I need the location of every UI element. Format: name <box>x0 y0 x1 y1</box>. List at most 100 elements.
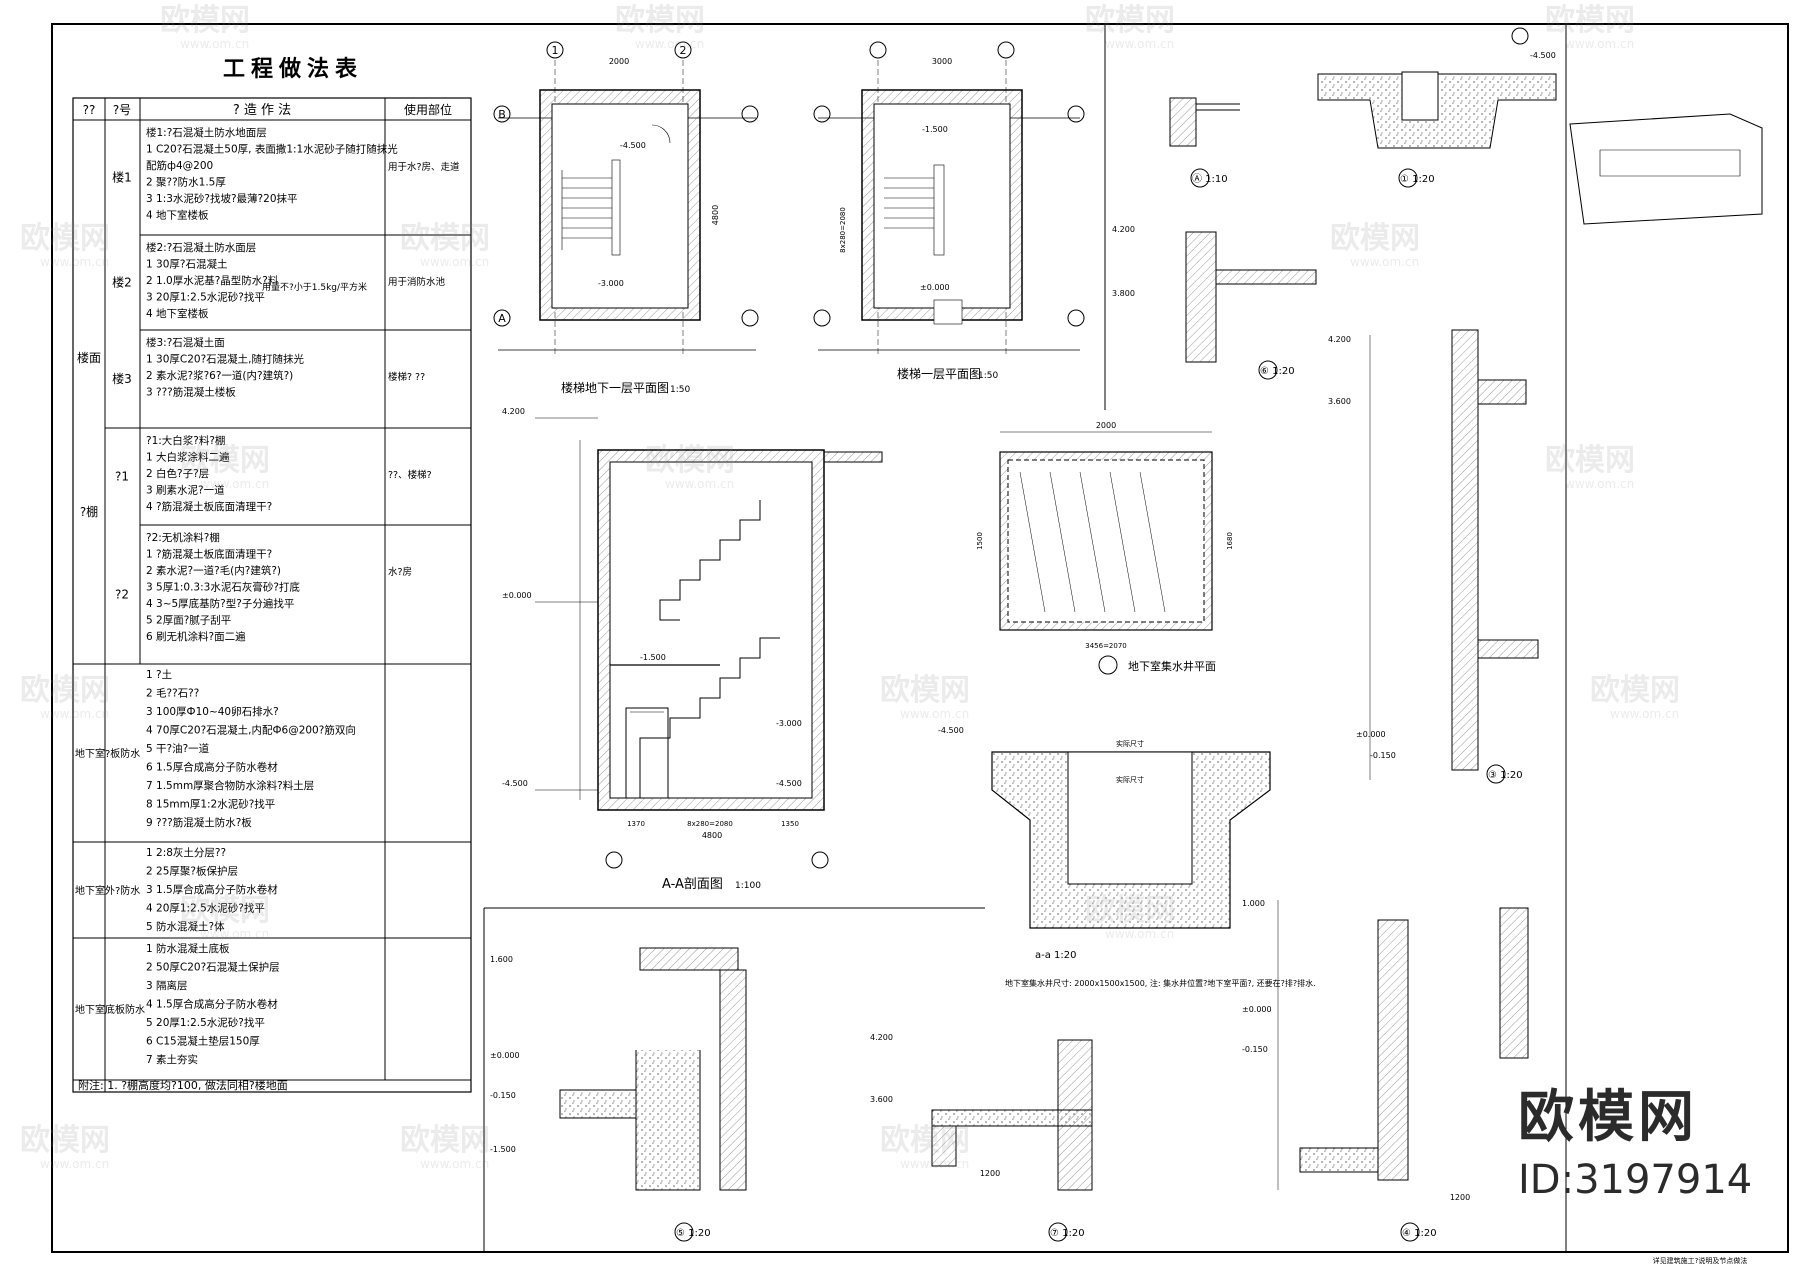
sump-note: 地下室集水井尺寸: 2000x1500x1500, 注: 集水井位置?地下室平面… <box>1005 978 1316 988</box>
level-000-d5: ±0.000 <box>490 1051 520 1060</box>
basement-row-line: 8 15mm厚1:2水泥砂?找平 <box>146 798 275 811</box>
level-1000-d4: 1.000 <box>1242 899 1265 908</box>
detail-5-title: ⑤ 1:20 <box>676 1228 711 1239</box>
table-note: 附注: 1. ?棚高度均?100, 做法同相?楼地面 <box>78 1078 288 1092</box>
level-4200-d3: 4.200 <box>1328 335 1351 344</box>
first-plan-title: 楼梯一层平面图 <box>897 366 981 381</box>
row-code: 楼3 <box>112 371 132 386</box>
watermark-url: www.om.cn <box>635 37 704 51</box>
row-note: 用量不?小于1.5kg/平方米 <box>262 281 367 293</box>
row-line: 3 ???筋混凝土楼板 <box>146 386 236 399</box>
dim-3456-sump: 3456=2070 <box>1085 642 1127 650</box>
watermark-url: www.om.cn <box>900 1157 969 1171</box>
detail-6-title: ⑥ 1:20 <box>1260 366 1295 377</box>
sheet-footer: 详见建筑施工?说明及节点做法 <box>1653 1256 1748 1265</box>
level-4500-p1: -4.500 <box>620 141 646 150</box>
watermark-text: 欧模网 <box>400 221 490 256</box>
level-1600-d5: 1.600 <box>490 955 513 964</box>
detail-3: 4.200 3.600 ±0.000 -0.150 ③ 1:20 <box>1328 329 1539 784</box>
detail-1: -4.500 ① 1:20 <box>1317 27 1557 188</box>
sump-title: 地下室集水井平面 <box>1128 659 1216 673</box>
basement-row-line: 4 20厚1:2.5水泥砂?找平 <box>146 902 265 915</box>
row-line: 2 白色?子?层 <box>146 467 209 480</box>
watermark-text: 欧模网 <box>400 1123 490 1158</box>
basement-row-line: 1 防水混凝土底板 <box>146 942 230 955</box>
basement-row-line: 6 1.5厚合成高分子防水卷材 <box>146 761 278 774</box>
level-4500-sec2: -4.500 <box>776 779 802 788</box>
watermarks: 欧模网www.om.cn欧模网www.om.cn欧模网www.om.cn欧模网w… <box>20 3 1680 1171</box>
dim-1350-sec: 1350 <box>781 820 799 828</box>
row-use: 水?房 <box>388 566 412 578</box>
row-use: 楼梯? ?? <box>388 371 425 383</box>
watermark-text: 欧模网 <box>880 1123 970 1158</box>
brand-name: 欧模网 <box>1518 1085 1698 1150</box>
row-line: 3 刷素水泥?一道 <box>146 484 225 497</box>
basement-row-line: 5 干?油?一道 <box>146 742 210 755</box>
basement-row-line: 2 50厚C20?石混凝土保护层 <box>146 961 280 974</box>
axis-1-label: 1 <box>552 44 559 57</box>
watermark-text: 欧模网 <box>160 3 250 38</box>
watermark-text: 欧模网 <box>880 673 970 708</box>
basement-row-line: 3 1.5厚合成高分子防水卷材 <box>146 883 278 896</box>
watermark-text: 欧模网 <box>615 3 705 38</box>
row-line: 1 30厚?石混凝土 <box>146 258 227 271</box>
level-0150-d4: -0.150 <box>1242 1045 1268 1054</box>
dim-1500-sump: 1500 <box>976 532 984 550</box>
row-use: 用于水?房、走道 <box>388 161 460 173</box>
watermark-text: 欧模网 <box>20 221 110 256</box>
table-header-2: ?号 <box>113 103 131 117</box>
row-line: 2 素水泥?浆?6?一道(内?建筑?) <box>146 369 293 382</box>
row-line: 2 素水泥?一道?毛(内?建筑?) <box>146 564 281 577</box>
level-4200-d6: 4.200 <box>1112 225 1135 234</box>
dim-1200-d7: 1200 <box>980 1169 1000 1178</box>
level-000-p2: ±0.000 <box>920 283 950 292</box>
dim-8x280-p2: 8x280=2080 <box>839 207 847 253</box>
plan1-scale: 1:50 <box>670 385 690 395</box>
watermark-text: 欧模网 <box>20 1123 110 1158</box>
level-4200-sec: 4.200 <box>502 407 525 416</box>
watermark-text: 欧模网 <box>1545 443 1635 478</box>
watermark-url: www.om.cn <box>1105 37 1174 51</box>
row-line: 1 30厚C20?石混凝土,随打随抹光 <box>146 353 304 366</box>
row-line: 1 ?筋混凝土板底面清理干? <box>146 548 272 561</box>
basement-row-line: 4 1.5厚合成高分子防水卷材 <box>146 998 278 1011</box>
watermark-url: www.om.cn <box>420 1157 489 1171</box>
level-0150-d3: -0.150 <box>1370 751 1396 760</box>
table-title: 工程做法表 <box>223 56 363 82</box>
watermark-url: www.om.cn <box>420 255 489 269</box>
row-line: 4 地下室楼板 <box>146 209 209 222</box>
group-floor: 楼面 <box>77 350 101 365</box>
dim-1370-sec: 1370 <box>627 820 645 828</box>
section-aa: 4.200 ±0.000 -4.500 -1.500 -3.000 -4.500… <box>502 407 883 892</box>
dim-8x280-sec: 8x280=2080 <box>687 820 733 828</box>
row-use: 用于消防水池 <box>388 276 446 288</box>
watermark-text: 欧模网 <box>180 893 270 928</box>
watermark-url: www.om.cn <box>40 1157 109 1171</box>
watermark-url: www.om.cn <box>200 477 269 491</box>
detail-a-title: Ⓐ 1:10 <box>1192 173 1228 185</box>
dim-2000: 2000 <box>609 57 629 66</box>
watermark-url: www.om.cn <box>1610 707 1679 721</box>
watermark-url: www.om.cn <box>40 255 109 269</box>
watermark-url: www.om.cn <box>40 707 109 721</box>
section-scale: 1:100 <box>735 881 761 891</box>
level-1500-p2: -1.500 <box>922 125 948 134</box>
row-line: 2 聚??防水1.5厚 <box>146 176 226 189</box>
real-size-2: 实际尺寸 <box>1116 775 1144 784</box>
row-line: 楼2:?石混凝土防水面层 <box>146 241 256 254</box>
sump-section-title: a-a 1:20 <box>1035 950 1077 961</box>
basement-plan-title: 楼梯地下一层平面图 <box>561 380 669 395</box>
brand-stamp: 欧模网 ID:3197914 <box>1518 1085 1752 1201</box>
watermark-url: www.om.cn <box>1105 927 1174 941</box>
basement-row-line: 9 ???筋混凝土防水?板 <box>146 816 252 829</box>
stair-first-plan: 3000 8x280=2080 -1.500 ±0.000 楼梯一层平面图 1:… <box>813 41 1085 381</box>
row-line: 2 1.0厚水泥基?晶型防水?料 <box>146 274 279 287</box>
watermark-url: www.om.cn <box>180 37 249 51</box>
basement-row-line: 7 素土夯实 <box>146 1053 198 1066</box>
basement-row-line: 2 毛??石?? <box>146 688 199 700</box>
dim-4800-sec: 4800 <box>702 831 722 840</box>
watermark-url: www.om.cn <box>1350 255 1419 269</box>
watermark-url: www.om.cn <box>1565 477 1634 491</box>
level-000-sec: ±0.000 <box>502 591 532 600</box>
